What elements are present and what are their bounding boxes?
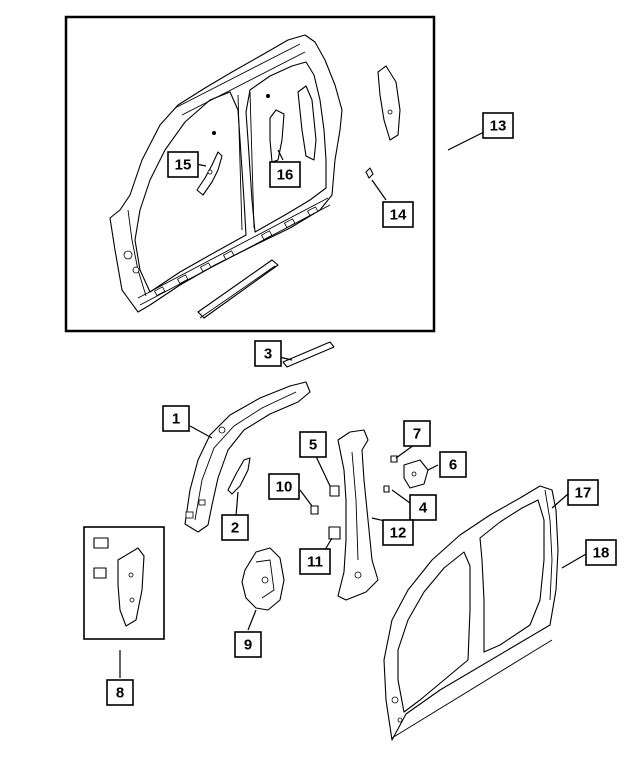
callout-15: 15 [167, 151, 199, 178]
svg-text:9: 9 [244, 637, 252, 654]
callout-17: 17 [567, 479, 599, 506]
part-12-b-pillar [337, 429, 379, 601]
callout-2: 2 [221, 514, 249, 541]
callout-16: 16 [269, 161, 301, 188]
svg-text:13: 13 [490, 118, 507, 135]
part-7-clip [390, 455, 398, 463]
svg-text:16: 16 [277, 167, 294, 184]
inner-body-side-assembly [109, 34, 343, 313]
part-10-bracket [310, 505, 319, 515]
svg-text:18: 18 [593, 545, 610, 562]
part-16-reinforcement [269, 109, 285, 163]
svg-text:15: 15 [175, 157, 192, 174]
callout-11: 11 [299, 548, 331, 575]
callout-5: 5 [299, 431, 327, 458]
callout-9: 9 [234, 631, 262, 658]
assembly-13-frame [64, 15, 436, 333]
callout-7: 7 [403, 420, 431, 447]
callout-3: 3 [254, 340, 282, 367]
svg-text:6: 6 [449, 457, 457, 474]
leader-lines [119, 131, 587, 678]
part-15-bracket [196, 151, 223, 196]
part-14-clip [365, 167, 374, 179]
part-5-bracket [329, 485, 340, 497]
sill-strips [197, 259, 279, 319]
part-11-bracket [328, 526, 341, 540]
callout-4: 4 [409, 494, 437, 521]
callout-14: 14 [382, 201, 414, 228]
svg-text:5: 5 [309, 437, 317, 454]
part-17-body-side-outer [383, 485, 559, 741]
svg-text:17: 17 [575, 485, 592, 502]
svg-text:3: 3 [264, 346, 272, 363]
part-1-a-pillar [184, 381, 311, 533]
svg-text:12: 12 [390, 525, 407, 542]
callout-1: 1 [162, 405, 190, 432]
callout-12: 12 [382, 519, 414, 546]
part-6-bracket [403, 459, 429, 489]
rear-pillar-reinforcement [377, 65, 401, 141]
svg-text:11: 11 [307, 554, 323, 571]
svg-text:4: 4 [419, 500, 428, 517]
callout-6: 6 [439, 451, 467, 478]
part-9-bracket [241, 547, 285, 611]
svg-text:2: 2 [231, 520, 239, 537]
callout-10: 10 [268, 473, 300, 500]
svg-text:10: 10 [276, 479, 293, 496]
part-8-parts [93, 537, 145, 627]
part-2-bracket [227, 457, 251, 495]
b-pillar-reinforcement [297, 85, 317, 161]
svg-text:14: 14 [390, 207, 407, 224]
callout-13: 13 [482, 112, 514, 139]
svg-text:1: 1 [172, 411, 180, 428]
callout-8: 8 [106, 679, 134, 706]
svg-text:8: 8 [116, 685, 124, 702]
part-4-clip [383, 485, 390, 493]
part-3-strip [282, 341, 335, 368]
svg-text:7: 7 [413, 426, 421, 443]
callout-18: 18 [585, 539, 617, 566]
